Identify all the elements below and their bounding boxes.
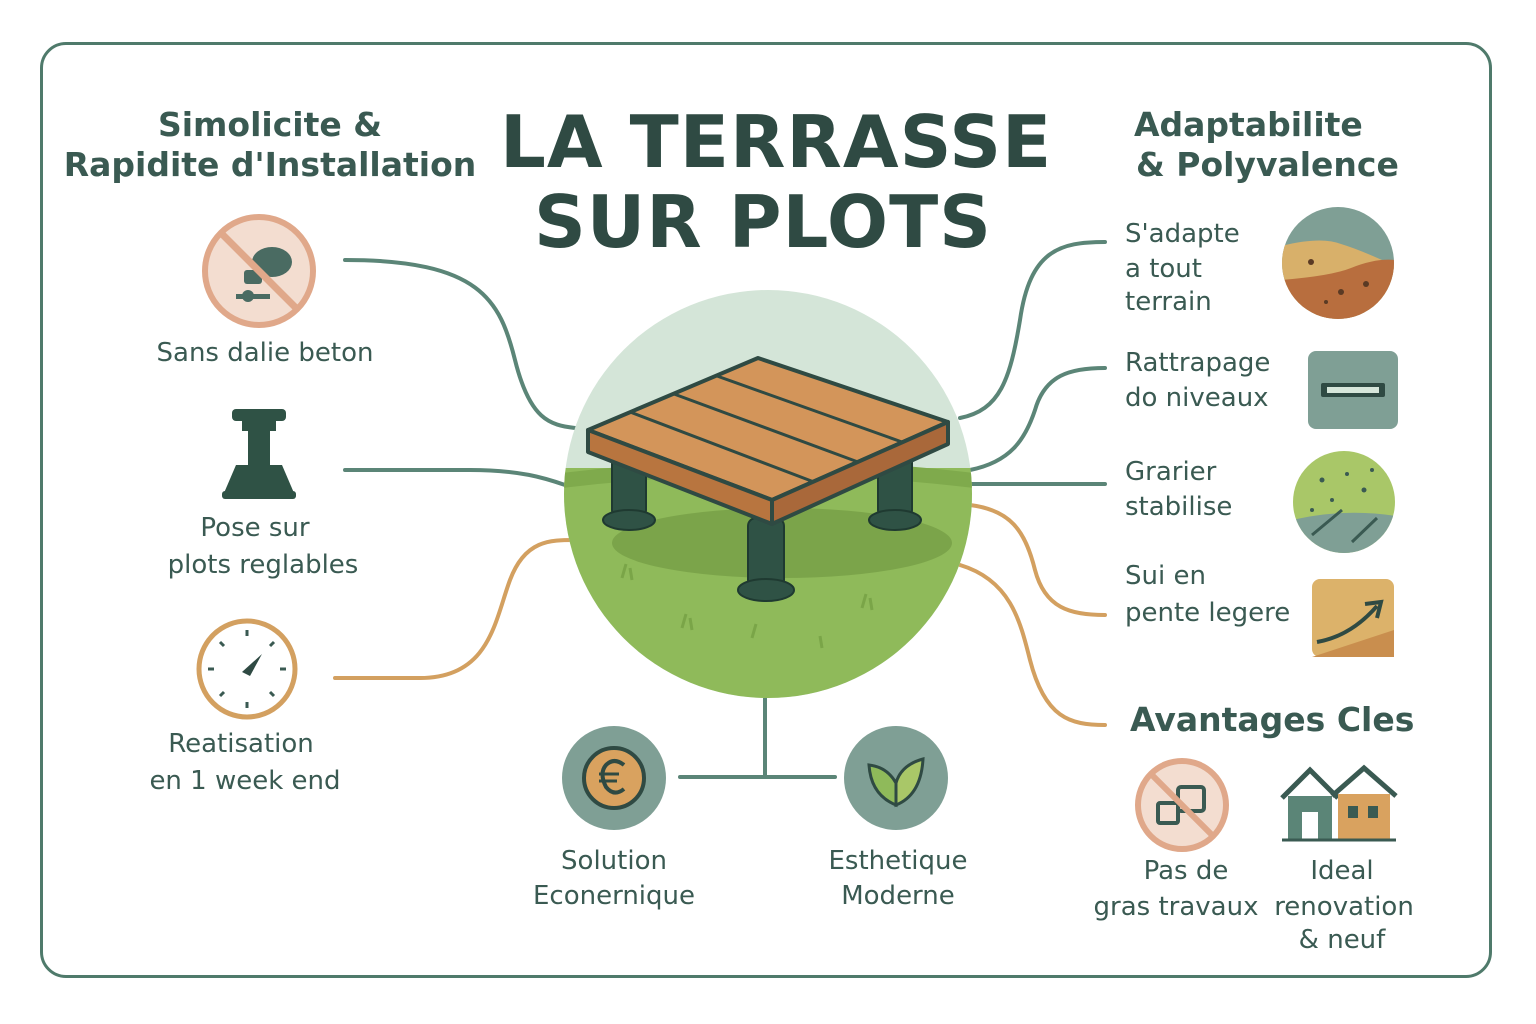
right-item-3-line1: Grarier — [1125, 457, 1217, 487]
right-heading-line2: & Polyvalence — [1136, 145, 1399, 184]
connector-realisation — [333, 538, 577, 680]
no-concrete-mixer-icon — [202, 214, 316, 328]
left-heading-line2: Rapidite d'Installation — [63, 145, 477, 184]
infographic-frame — [40, 42, 1492, 978]
level-icon — [1308, 351, 1398, 429]
left-item-1-label: Sans dalie beton — [156, 338, 374, 368]
left-item-2-label-line1: Pose sur — [200, 513, 310, 543]
page-title-line1: LA TERRASSE — [500, 100, 1053, 184]
page-title-line2: SUR PLOTS — [533, 180, 993, 264]
right-item-4-line1: Sui en — [1125, 561, 1206, 591]
advantage-2-line1: Ideal — [1310, 856, 1374, 886]
right-item-1-line2: a tout — [1125, 254, 1202, 284]
deck-on-pedestals-illustration — [564, 290, 972, 698]
slope-arrow-icon — [1312, 579, 1394, 657]
right-item-2-line1: Rattrapage — [1125, 348, 1271, 378]
right-item-4-line2: pente legere — [1125, 598, 1291, 628]
advantage-1-line2: gras travaux — [1093, 892, 1259, 922]
bottom-item-2-line1: Esthetique — [828, 846, 968, 876]
connector-niveaux — [968, 366, 1107, 472]
stopwatch-icon — [196, 618, 298, 720]
left-heading-line1: Simolicite & — [157, 105, 383, 144]
connector-pente — [968, 503, 1107, 617]
right-item-1-line3: terrain — [1125, 287, 1212, 317]
no-heavy-works-icon — [1135, 758, 1229, 852]
adjustable-pedestal-icon — [222, 409, 296, 499]
advantage-2-line3: & neuf — [1298, 925, 1386, 955]
right-item-1-line1: S'adapte — [1125, 219, 1240, 249]
connector-pose-plots — [343, 468, 567, 487]
terrain-icon — [1282, 207, 1394, 319]
right-item-3-line2: stabilise — [1125, 492, 1233, 522]
connector-sans-dalle — [343, 258, 577, 430]
advantages-heading: Avantages Cles — [1130, 700, 1415, 739]
left-item-3-label-line1: Reatisation — [168, 729, 314, 759]
bottom-item-1-line2: Econernique — [532, 881, 696, 911]
right-item-2-line2: do niveaux — [1125, 383, 1269, 413]
advantage-2-line2: renovation — [1274, 892, 1414, 922]
euro-coin-icon — [562, 726, 666, 830]
gravel-icon — [1293, 451, 1395, 553]
left-item-3-label-line2: en 1 week end — [149, 766, 341, 796]
connector-avantages — [958, 563, 1107, 727]
bottom-item-2-line2: Moderne — [841, 881, 955, 911]
leaf-icon — [844, 726, 948, 830]
bottom-item-1-line1: Solution — [561, 846, 667, 876]
advantage-1-line1: Pas de — [1143, 856, 1229, 886]
houses-icon — [1280, 764, 1398, 842]
left-item-2-label-line2: plots reglables — [167, 550, 359, 580]
connector-terrain — [958, 240, 1107, 420]
right-heading-line1: Adaptabilite — [1134, 105, 1363, 144]
